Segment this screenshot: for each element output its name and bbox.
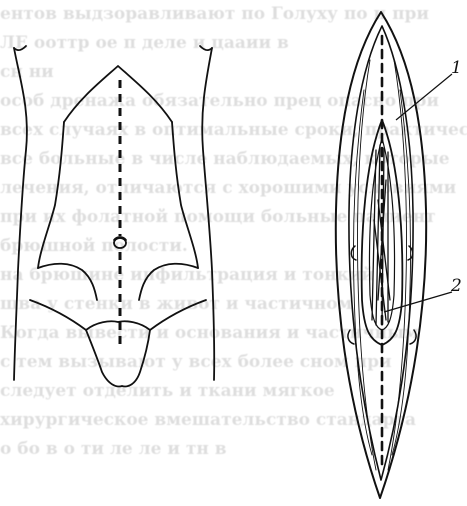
callout-label-2: 2: [451, 276, 462, 296]
torso-right-contour: [202, 48, 214, 380]
pubic-outline: [86, 330, 150, 386]
costal-arch: [64, 66, 172, 122]
torso-drawing: [14, 46, 214, 386]
umbilicus: [114, 238, 126, 248]
wound-drawing: [336, 12, 426, 498]
torso-left-contour: [14, 48, 27, 380]
callout-1-leader: [396, 74, 452, 120]
callout-label-1: 1: [451, 58, 462, 78]
